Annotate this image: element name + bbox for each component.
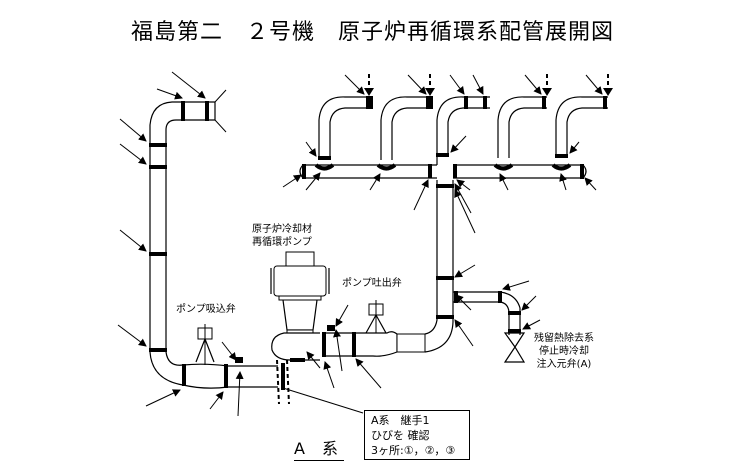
ring-header bbox=[299, 164, 587, 179]
discharge-valve bbox=[365, 300, 387, 334]
pump-label-line2: 再循環ポンプ bbox=[252, 237, 312, 248]
discharge-valve-label: ポンプ吐出弁 bbox=[342, 278, 402, 289]
rhr-label-line3: 注入元弁(A) bbox=[536, 359, 592, 370]
left-riser-pipe bbox=[149, 89, 227, 352]
crack-note-box: A系 継手1 ひびを 確認 3ヶ所:①，②，③ bbox=[364, 410, 470, 460]
recirculation-pump bbox=[270, 251, 330, 362]
system-label: A 系 bbox=[294, 435, 345, 461]
inlet-dashed-arrows bbox=[364, 74, 613, 96]
weld-arrows-left bbox=[117, 71, 206, 347]
discharge-pipe bbox=[322, 180, 454, 357]
rhr-label-line1: 残留熱除去系 bbox=[534, 333, 594, 344]
suction-valve bbox=[195, 324, 243, 365]
note-line3: 3ヶ所:①，②，③ bbox=[371, 444, 456, 457]
riser-pipes bbox=[314, 96, 608, 171]
note-line2: ひびを 確認 bbox=[371, 429, 430, 442]
rhr-valve-label: 残留熱除去系 停止時冷却 注入元弁(A) bbox=[534, 332, 594, 371]
weld-arrows-top bbox=[282, 74, 603, 211]
weld-arrows-bottom bbox=[282, 183, 476, 414]
rhr-label-line2: 停止時冷却 bbox=[539, 346, 589, 357]
dashed-inspection-zone bbox=[276, 359, 290, 405]
rhr-branch-pipe bbox=[453, 280, 541, 363]
pump-label-line1: 原子炉冷却材 bbox=[252, 224, 312, 235]
suction-valve-label: ポンプ吸込弁 bbox=[176, 304, 236, 315]
note-line1: A系 継手1 bbox=[371, 414, 430, 427]
pump-label: 原子炉冷却材 再循環ポンプ bbox=[252, 223, 312, 249]
suction-pipe bbox=[145, 341, 285, 417]
diagram-title: 福島第二 ２号機 原子炉再循環系配管展開図 bbox=[130, 20, 614, 45]
